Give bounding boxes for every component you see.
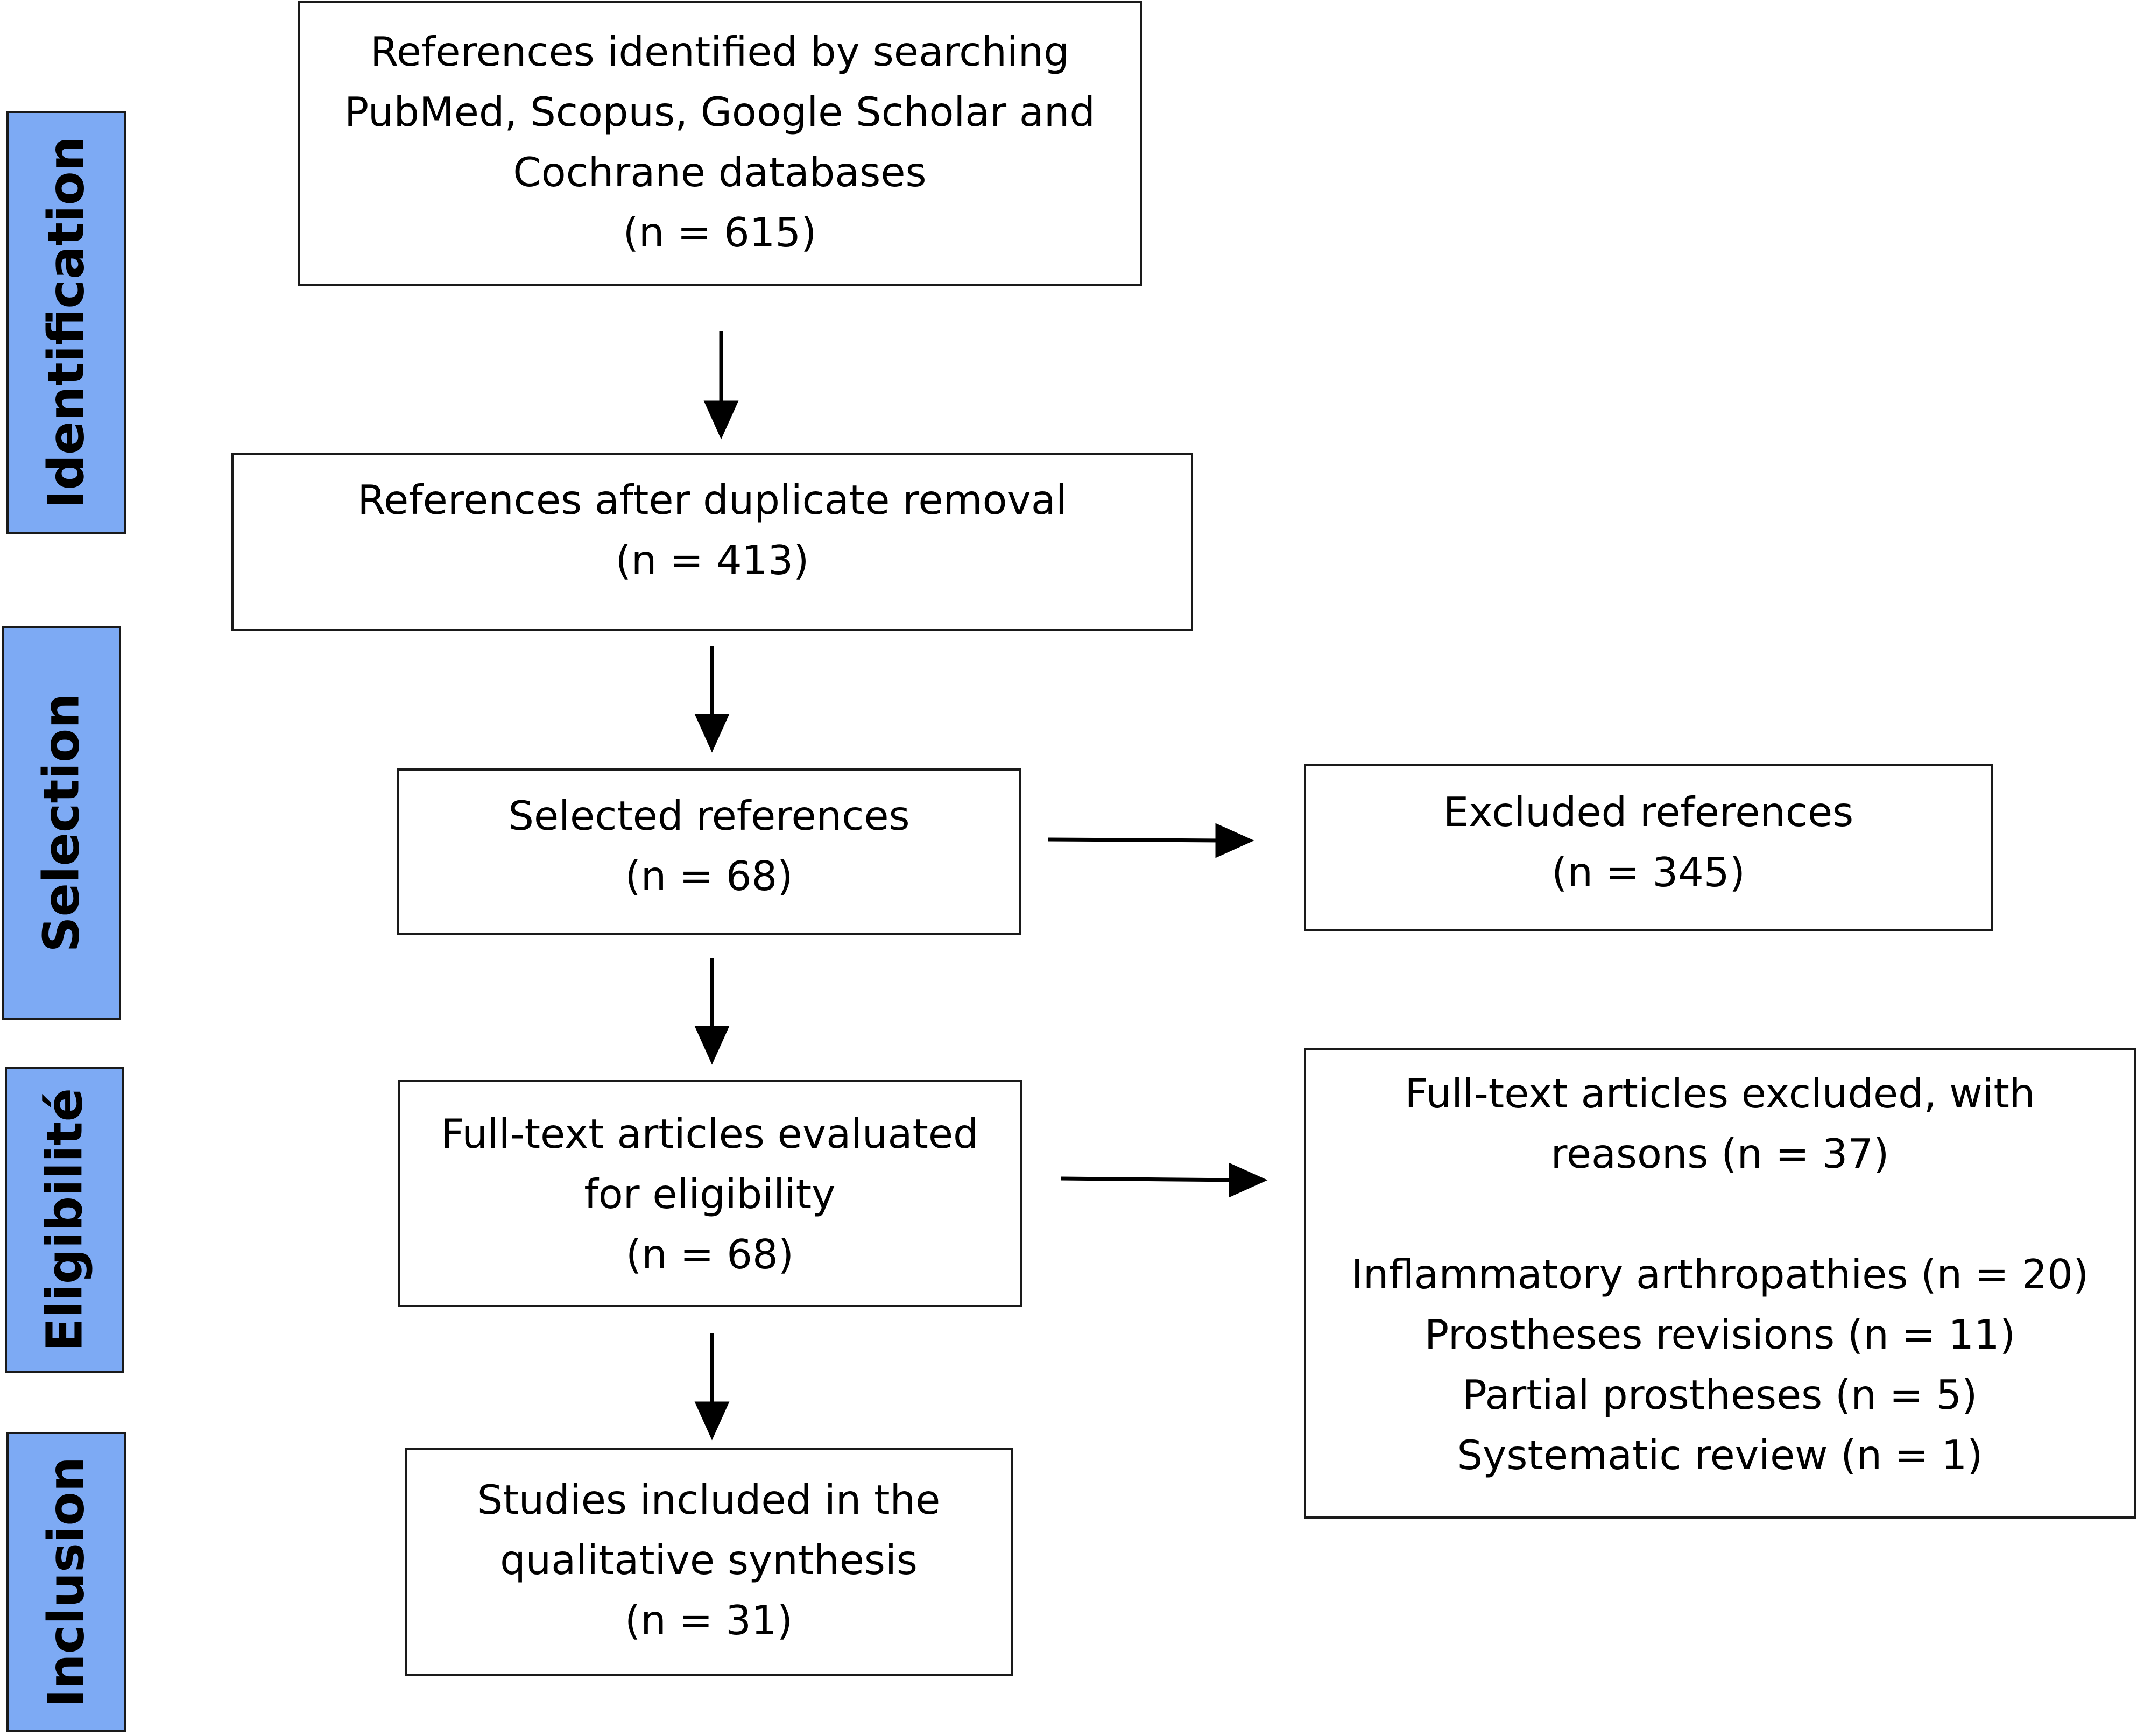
phase-selection: Selection (2, 626, 121, 1020)
identified-line-1: References identified by searching (370, 28, 1069, 75)
excluded-count: (n = 345) (1551, 849, 1745, 896)
phase-identification: Identification (6, 111, 126, 534)
full-text-excluded-box: Full-text articles excluded, with reason… (1304, 1048, 2136, 1519)
arrow-selected-to-fulltext (694, 958, 730, 1065)
included-line-1: Studies included in the (477, 1476, 941, 1523)
selected-line-1: Selected references (508, 792, 910, 839)
full-text-count: (n = 68) (625, 1231, 794, 1278)
reason-partial: Partial prostheses (n = 5) (1462, 1371, 1978, 1419)
identified-references-box: References identified by searching PubMe… (298, 1, 1142, 286)
selected-references-box: Selected references (n = 68) (397, 768, 1021, 935)
selected-count: (n = 68) (625, 852, 793, 900)
studies-included-box: Studies included in the qualitative synt… (405, 1448, 1013, 1676)
reason-revisions: Prostheses revisions (n = 11) (1424, 1311, 2016, 1358)
full-text-excluded-line-1: Full-text articles excluded, with (1405, 1070, 2035, 1117)
identified-line-2: PubMed, Scopus, Google Scholar and (344, 88, 1095, 136)
full-text-excluded-line-2: reasons (n = 37) (1550, 1130, 1889, 1177)
phase-inclusion: Inclusion (6, 1432, 126, 1732)
identified-count: (n = 615) (623, 209, 817, 256)
full-text-evaluated-box: Full-text articles evaluated for eligibi… (398, 1080, 1022, 1307)
full-text-line-1: Full-text articles evaluated (441, 1110, 979, 1158)
arrow-identified-to-dedup (703, 331, 739, 440)
excluded-references-box: Excluded references (n = 345) (1304, 764, 1993, 931)
arrow-selected-to-excluded (1048, 823, 1254, 858)
after-duplicate-removal-box: References after duplicate removal (n = … (231, 453, 1193, 631)
identified-line-3: Cochrane databases (513, 149, 927, 196)
phase-eligibility: Eligibilité (5, 1067, 124, 1373)
arrow-dedup-to-selected (694, 646, 730, 753)
after-duplicates-line-1: References after duplicate removal (357, 476, 1067, 524)
reason-inflammatory: Inflammatory arthropathies (n = 20) (1351, 1251, 2089, 1298)
arrow-fulltext-to-excluded (1061, 1162, 1268, 1198)
after-duplicates-count: (n = 413) (615, 537, 809, 584)
reason-systematic-review: Systematic review (n = 1) (1457, 1431, 1983, 1479)
excluded-line-1: Excluded references (1443, 788, 1854, 836)
included-count: (n = 31) (624, 1597, 793, 1644)
arrow-fulltext-to-included (694, 1333, 730, 1441)
full-text-line-2: for eligibility (584, 1170, 836, 1218)
included-line-2: qualitative synthesis (500, 1536, 918, 1584)
